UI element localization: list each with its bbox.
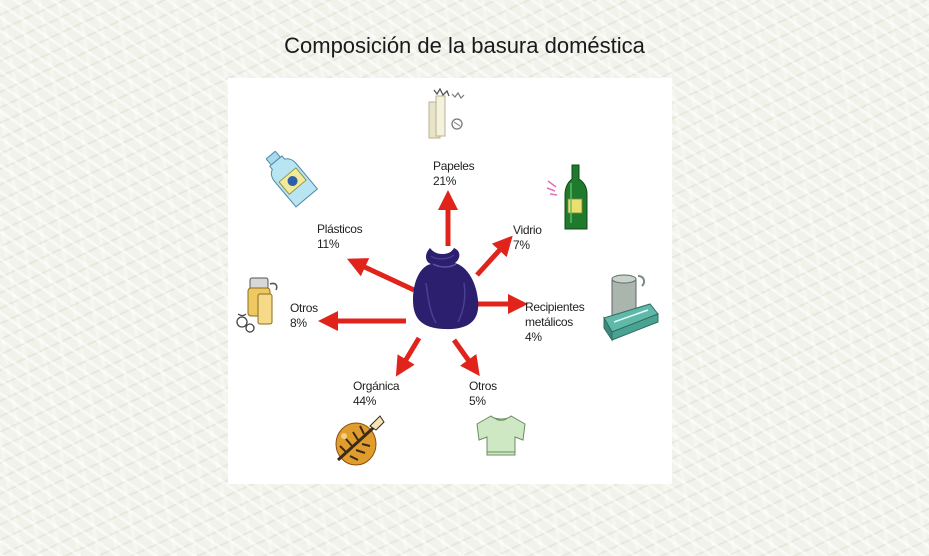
arrow-plasticos bbox=[346, 258, 416, 293]
sweater-icon bbox=[476, 415, 526, 456]
can-icon bbox=[603, 274, 659, 342]
bottle-icon bbox=[546, 164, 588, 230]
arrow-organica bbox=[395, 336, 422, 377]
paper-icon bbox=[428, 87, 465, 139]
batteries-icon bbox=[236, 277, 278, 333]
arrow-otros5 bbox=[451, 338, 480, 377]
plastic-bottle-icon bbox=[266, 151, 319, 208]
diagram-canvas bbox=[318, 190, 528, 377]
arrow-vidrio bbox=[475, 235, 513, 277]
fishbone-icon bbox=[335, 415, 385, 466]
page-title: Composición de la basura doméstica bbox=[284, 33, 645, 58]
garbage-bag-icon bbox=[413, 248, 479, 330]
